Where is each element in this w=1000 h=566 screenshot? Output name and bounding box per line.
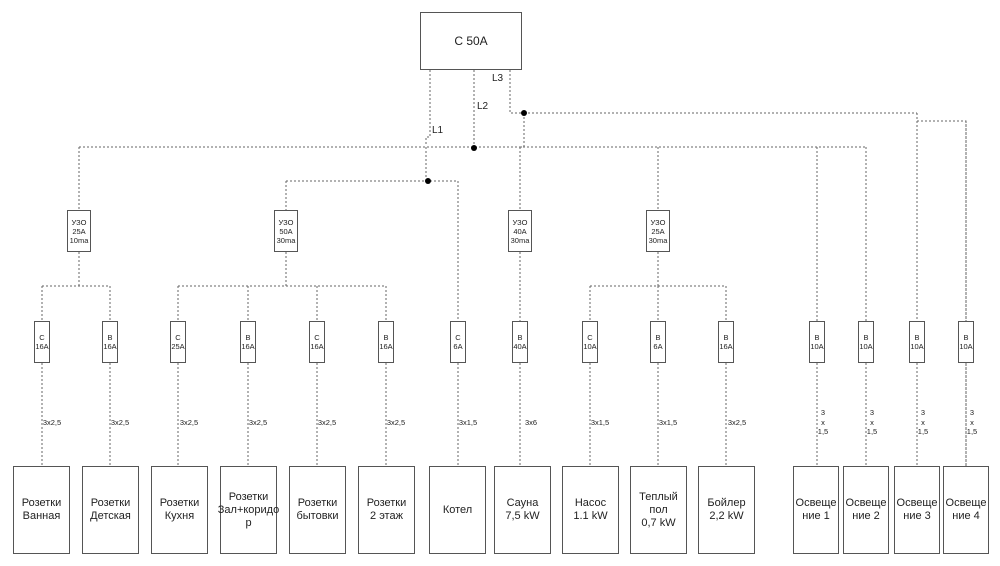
breaker-box: B 16A bbox=[102, 321, 118, 363]
cable-label: 3 x 1,5 bbox=[966, 408, 978, 436]
junction-dot bbox=[471, 145, 477, 151]
load-box: Бойлер 2,2 kW bbox=[698, 466, 755, 554]
cable-label: 3x2,5 bbox=[110, 418, 130, 427]
rcd-box: УЗО 40A 30ma bbox=[508, 210, 532, 252]
cable-label: 3x2,5 bbox=[386, 418, 406, 427]
load-box: Освеще ние 4 bbox=[943, 466, 989, 554]
load-box: Освеще ние 1 bbox=[793, 466, 839, 554]
load-box: Освеще ние 2 bbox=[843, 466, 889, 554]
rcd-box: УЗО 25A 10ma bbox=[67, 210, 91, 252]
cable-label: 3x1,5 bbox=[658, 418, 678, 427]
cable-label: 3 x 1,5 bbox=[866, 408, 878, 436]
breaker-box: B 40A bbox=[512, 321, 528, 363]
breaker-box: B 16A bbox=[240, 321, 256, 363]
cable-label: 3x2,5 bbox=[727, 418, 747, 427]
cable-label: 3 x 1,5 bbox=[817, 408, 829, 436]
load-box: Розетки Детская bbox=[82, 466, 139, 554]
breaker-box: B 10A bbox=[909, 321, 925, 363]
cable-label: 3x1,5 bbox=[590, 418, 610, 427]
load-box: Теплый пол 0,7 kW bbox=[630, 466, 687, 554]
load-box: Сауна 7,5 kW bbox=[494, 466, 551, 554]
load-box: Котел bbox=[429, 466, 486, 554]
breaker-box: B 6A bbox=[650, 321, 666, 363]
breaker-box: C 6A bbox=[450, 321, 466, 363]
wire-l3 bbox=[509, 70, 524, 114]
cable-label: 3x6 bbox=[524, 418, 538, 427]
cable-label: 3x2,5 bbox=[248, 418, 268, 427]
breaker-box: B 10A bbox=[858, 321, 874, 363]
load-box: Розетки Кухня bbox=[151, 466, 208, 554]
junction-dot bbox=[521, 110, 527, 116]
junction-dot bbox=[425, 178, 431, 184]
breaker-box: B 16A bbox=[718, 321, 734, 363]
load-box: Розетки Ванная bbox=[13, 466, 70, 554]
cable-label: 3x2,5 bbox=[317, 418, 337, 427]
rcd-box: УЗО 25A 30ma bbox=[646, 210, 670, 252]
breaker-box: C 10A bbox=[582, 321, 598, 363]
wire-l1 bbox=[425, 70, 431, 146]
breaker-box: C 16A bbox=[309, 321, 325, 363]
cable-label: 3 x 1,5 bbox=[917, 408, 929, 436]
breaker-box: C 16A bbox=[34, 321, 50, 363]
cable-label: 3x2,5 bbox=[42, 418, 62, 427]
load-box: Освеще ние 3 bbox=[894, 466, 940, 554]
phase-label-l2: L2 bbox=[477, 101, 489, 112]
rcd-box: УЗО 50A 30ma bbox=[274, 210, 298, 252]
load-box: Розетки 2 этаж bbox=[358, 466, 415, 554]
breaker-box: B 16A bbox=[378, 321, 394, 363]
load-box: Розетки бытовки bbox=[289, 466, 346, 554]
breaker-box: C 25A bbox=[170, 321, 186, 363]
breaker-box: B 10A bbox=[958, 321, 974, 363]
cable-label: 3x2,5 bbox=[179, 418, 199, 427]
cable-label: 3x1,5 bbox=[458, 418, 478, 427]
load-box: Насос 1.1 kW bbox=[562, 466, 619, 554]
breaker-box: B 10A bbox=[809, 321, 825, 363]
phase-label-l1: L1 bbox=[432, 125, 444, 136]
main-breaker: C 50A bbox=[420, 12, 522, 70]
phase-label-l3: L3 bbox=[492, 73, 504, 84]
load-box: Розетки Зал+коридо р bbox=[218, 466, 279, 554]
